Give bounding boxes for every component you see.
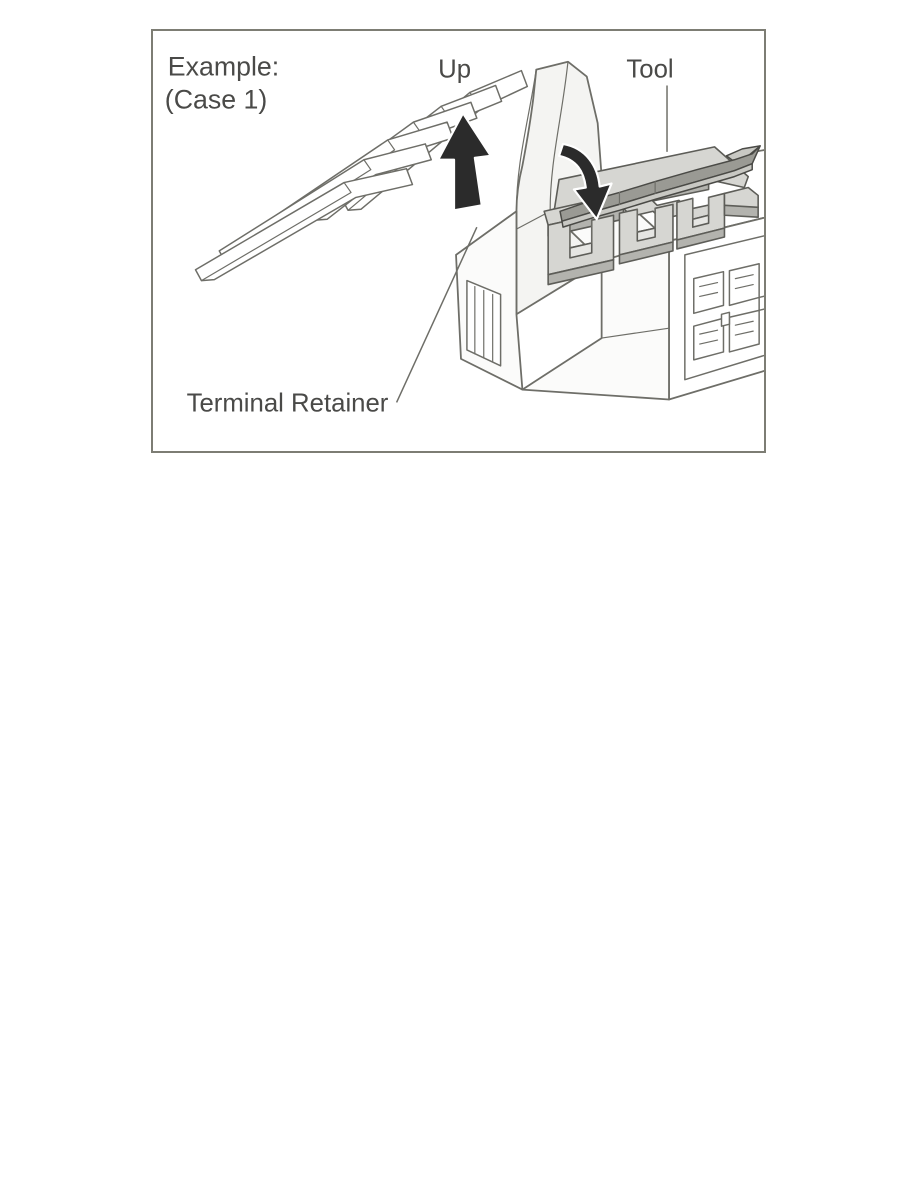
label-tool: Tool bbox=[626, 56, 673, 84]
cavity-row-lower bbox=[693, 309, 760, 361]
wire-guide-ribs bbox=[194, 69, 529, 282]
label-example: Example: bbox=[168, 52, 279, 82]
label-case: (Case 1) bbox=[165, 84, 268, 114]
up-arrow bbox=[437, 112, 492, 212]
pry-arrow bbox=[557, 142, 613, 221]
label-terminal-retainer: Terminal Retainer bbox=[187, 389, 389, 417]
label-up: Up bbox=[438, 56, 471, 84]
terminal-cavities bbox=[693, 263, 764, 361]
cavity-row-upper bbox=[693, 263, 760, 315]
tool bbox=[559, 145, 761, 228]
latch-slot bbox=[466, 279, 502, 367]
terminal-retainer-diagram: .ln { fill:none; stroke:#6e6e68; stroke-… bbox=[165, 52, 764, 417]
page-blank-area bbox=[0, 460, 918, 1188]
figure-frame: .ln { fill:none; stroke:#6e6e68; stroke-… bbox=[151, 29, 766, 453]
terminal-retainer-leader-line bbox=[395, 226, 478, 403]
